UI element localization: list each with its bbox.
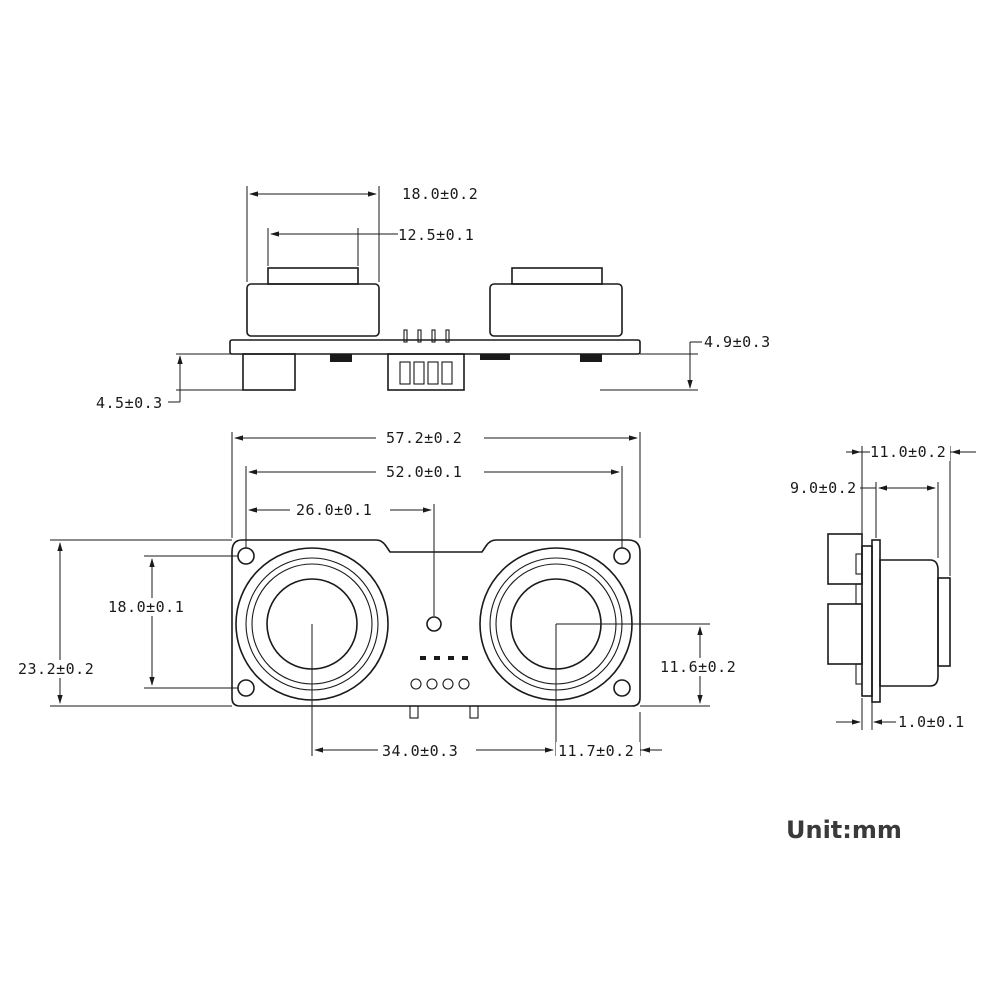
mount-hole-bottom-left [237,679,255,697]
top-crystal [242,353,296,391]
top-chip-2 [480,354,510,360]
side-header-connector [827,533,863,585]
front-pcb-outline [231,539,641,707]
dim-hole-spacing-horizontal: 52.0±0.1 [386,463,462,481]
dim-side-total-depth: 11.0±0.2 [870,443,946,461]
dim-transducer-center-vertical: 11.6±0.2 [660,658,736,676]
mount-hole-top-left [237,547,255,565]
dim-pcb-thickness-right: 4.9±0.3 [704,333,771,351]
top-right-transducer-cap [511,267,603,285]
side-view: 11.0±0.2 9.0±0.2 1.0±0.1 [790,443,976,731]
side-transducer-body [879,559,939,687]
mount-hole-top-right [613,547,631,565]
dim-hole-spacing-vertical: 18.0±0.1 [108,598,184,616]
front-view: 57.2±0.2 52.0±0.1 26.0±0.1 18.0±0.1 23.2… [16,428,744,760]
dim-transducer-center-horizontal: 11.7±0.2 [558,742,634,760]
dim-transducer-spacing: 34.0±0.3 [382,742,458,760]
side-crystal [827,603,863,665]
top-chip-1 [330,354,352,362]
dim-half-width: 26.0±0.1 [296,501,372,519]
dim-pcb-thickness-left: 4.5±0.3 [96,394,163,412]
bottom-tab-right [469,705,479,719]
bottom-tab-left [409,705,419,719]
side-transducer-cap [937,577,951,667]
side-pcb [861,545,873,697]
unit-label: Unit:mm [786,816,902,844]
dim-board-height: 23.2±0.2 [18,660,94,678]
top-left-transducer-body [246,283,380,337]
mount-hole-bottom-right [613,679,631,697]
top-chip-3 [580,354,602,362]
dim-board-width: 57.2±0.2 [386,429,462,447]
top-view: 18.0±0.2 12.5±0.1 4.9±0.3 4.5±0.3 [96,185,771,412]
pin-labels [420,656,468,660]
dim-transducer-inner-width: 12.5±0.1 [398,226,474,244]
side-transducer-flange [871,539,881,703]
dim-transducer-outer-width: 18.0±0.2 [402,185,478,203]
dim-side-transducer-depth: 9.0±0.2 [790,479,857,497]
dim-side-pcb-thickness: 1.0±0.1 [898,713,965,731]
top-left-transducer-cap [267,267,359,285]
top-right-transducer-body [489,283,623,337]
pin-holes [410,678,470,690]
top-header-pins [387,329,465,391]
center-crystal [426,616,442,632]
top-header-connector [387,353,465,391]
